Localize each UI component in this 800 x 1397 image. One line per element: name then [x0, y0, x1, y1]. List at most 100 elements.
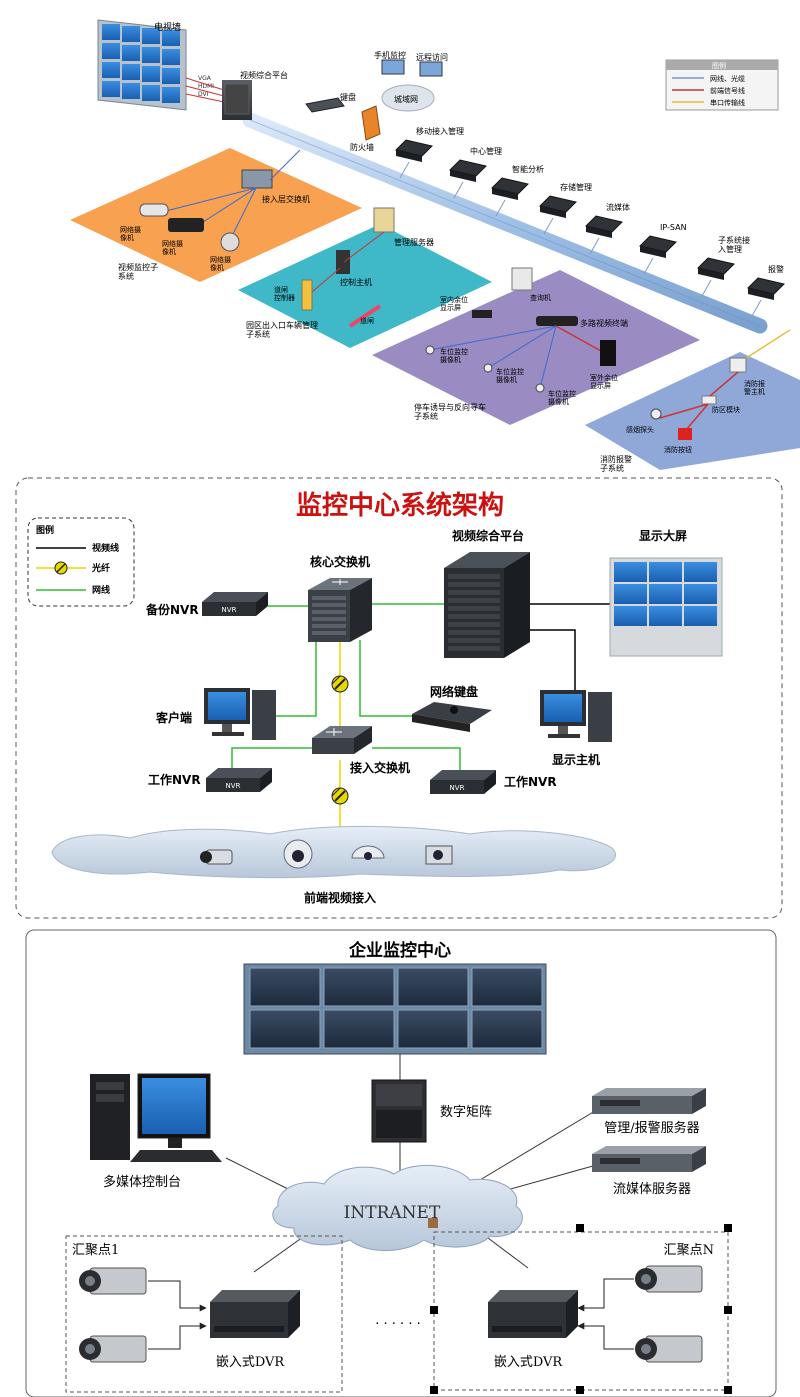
- svg-text:消防按钮: 消防按钮: [664, 445, 692, 454]
- fiber-marker-lower: [331, 787, 349, 805]
- tv-wall-cell: [122, 64, 140, 80]
- rack-slot: [448, 638, 500, 643]
- hub-1-camera-top: [79, 1267, 147, 1295]
- multi-video-label: 多路视频终端: [580, 318, 628, 328]
- svg-text:图例: 图例: [712, 61, 726, 70]
- svg-text:车位监控摄像机: 车位监控摄像机: [548, 389, 576, 406]
- tv-wall-cell: [102, 81, 120, 97]
- streaming-server-p1-label: 流媒体: [606, 202, 630, 212]
- backup-nvr-label: 备份NVR: [145, 602, 199, 617]
- tv-wall-cell: [102, 62, 120, 78]
- hub-1-dvr: 嵌入式DVR: [210, 1290, 300, 1370]
- center-mgmt-server-label: 中心管理: [470, 146, 502, 156]
- svg-text:网络摄像机: 网络摄像机: [162, 239, 183, 256]
- big-screen-cell: [649, 584, 682, 604]
- front-end-cloud: 前端视频接入: [51, 825, 616, 905]
- big-screen-cell: [614, 562, 647, 582]
- mobile-access-server: 移动接入管理: [395, 126, 464, 179]
- switch-port-row: [312, 624, 346, 628]
- rack-slot: [448, 574, 500, 579]
- enterprise-wall-cell: [249, 967, 321, 1007]
- ip-san-server: IP-SAN: [639, 223, 687, 275]
- rack-slot: [448, 582, 500, 587]
- enterprise-video-wall: [243, 963, 547, 1055]
- control-host-label: 控制主机: [340, 277, 372, 287]
- work-nvr-right-label: 工作NVR: [504, 774, 557, 789]
- enterprise-wall-cell: [471, 967, 543, 1007]
- parking-subsystem-label: 停车诱导与反向寻车子系统: [414, 402, 486, 421]
- big-screen-cell: [684, 584, 717, 604]
- firewall-label: 防火墙: [350, 142, 374, 152]
- tv-wall-cell: [142, 85, 160, 101]
- remote-access-group: 手机监控 远程访问 城域网 防火墙: [350, 50, 448, 152]
- rack-slot: [448, 590, 500, 595]
- ellipsis: · · · · · ·: [375, 1317, 420, 1332]
- center-mgmt-server: 中心管理: [449, 146, 502, 199]
- storage-mgmt-server-label: 存储管理: [560, 182, 592, 192]
- panel-3-title: 企业监控中心: [348, 940, 451, 961]
- subsystem-access-server-label: 入管理: [718, 244, 742, 254]
- mobile-access-server-label: 移动接入管理: [416, 126, 464, 136]
- tv-wall-cell: [102, 43, 120, 59]
- dvr-left-label: 嵌入式DVR: [216, 1355, 286, 1370]
- display-host-label: 显示主机: [552, 752, 600, 767]
- rack-slot: [448, 598, 500, 603]
- tv-wall-cell: [162, 68, 180, 84]
- tv-wall-cell: [102, 24, 120, 40]
- network-keyboard: 网络键盘: [412, 684, 492, 732]
- switch-port-row: [312, 617, 346, 621]
- teal-zone: [238, 224, 492, 348]
- tv-wall-cell: [142, 47, 160, 63]
- hub-n-camera-top: [635, 1265, 703, 1293]
- switch-port-row: [312, 603, 346, 607]
- blue-zone: [585, 352, 800, 470]
- panel-1-campus-overview: 电视墙 VGA HDMI DVI 视频综合平台 键盘 手机监控 远程访问 城域网: [70, 19, 800, 473]
- svg-text:网络摄像机: 网络摄像机: [210, 255, 231, 272]
- vga-labels: VGA HDMI DVI: [185, 75, 225, 103]
- panel-3-enterprise-center: 企业监控中心 数字矩阵: [25, 929, 777, 1397]
- enterprise-wall-cell: [397, 967, 469, 1007]
- work-nvr-left-label: 工作NVR: [148, 772, 201, 787]
- svg-text:光纤: 光纤: [91, 562, 110, 574]
- svg-text:图例: 图例: [36, 524, 54, 536]
- enterprise-wall-cell: [471, 1009, 543, 1049]
- svg-text:NVR: NVR: [226, 782, 241, 790]
- remote-access-label: 远程访问: [416, 52, 448, 62]
- svg-text:VGA: VGA: [198, 75, 212, 82]
- svg-text:网线: 网线: [92, 584, 110, 596]
- panel-3-frame: [25, 929, 777, 1397]
- svg-text:网线、光缆: 网线、光缆: [710, 74, 745, 83]
- big-screen-cell: [649, 606, 682, 626]
- enterprise-wall-cell: [397, 1009, 469, 1049]
- panel-2-title: 监控中心系统架构: [296, 490, 504, 521]
- svg-text:道闸: 道闸: [360, 316, 374, 325]
- svg-text:串口传输线: 串口传输线: [710, 98, 745, 107]
- video-surveillance-subsystem: 接入层交换机 网络摄像机 网络摄像机 网络摄像机 视频监控子系统: [118, 149, 310, 281]
- switch-icon: [332, 579, 348, 585]
- multimedia-console: 多媒体控制台: [90, 1073, 222, 1190]
- legend-panel-1: 图例 网线、光缆 前端信号线 串口传输线: [665, 59, 779, 111]
- svg-text:视频线: 视频线: [92, 542, 119, 554]
- work-nvr-left: NVR 工作NVR: [148, 768, 272, 792]
- tv-wall-cell: [142, 28, 160, 44]
- rack-slot: [448, 646, 500, 651]
- hub-n-dvr: 嵌入式DVR: [488, 1290, 578, 1370]
- big-screen: 显示大屏: [609, 528, 723, 657]
- fire-alarm-subsystem: 消防报警主机 防区模块 感烟探头 消防按钮 消防报警子系统: [600, 329, 791, 473]
- tv-wall-cell: [162, 87, 180, 103]
- front-end-label: 前端视频接入: [304, 890, 376, 905]
- ip-san-server-label: IP-SAN: [660, 223, 687, 232]
- phone-monitor-label: 手机监控: [374, 50, 406, 60]
- svg-text:查询机: 查询机: [530, 293, 551, 302]
- client-pc: 客户端: [155, 688, 276, 740]
- client-label: 客户端: [155, 710, 192, 725]
- hub-1-camera-bottom: [79, 1335, 147, 1363]
- vehicle-subsystem-label: 园区出入口车辆管理子系统: [246, 320, 318, 339]
- tv-wall-cell: [122, 26, 140, 42]
- vehicle-management-subsystem: 管理服务器 控制主机 道闸控制器 道闸 园区出入口车辆管理子系统: [246, 207, 434, 339]
- panel-2-frame: [15, 477, 783, 919]
- video-platform: 视频综合平台: [444, 528, 530, 658]
- big-screen-cell: [649, 562, 682, 582]
